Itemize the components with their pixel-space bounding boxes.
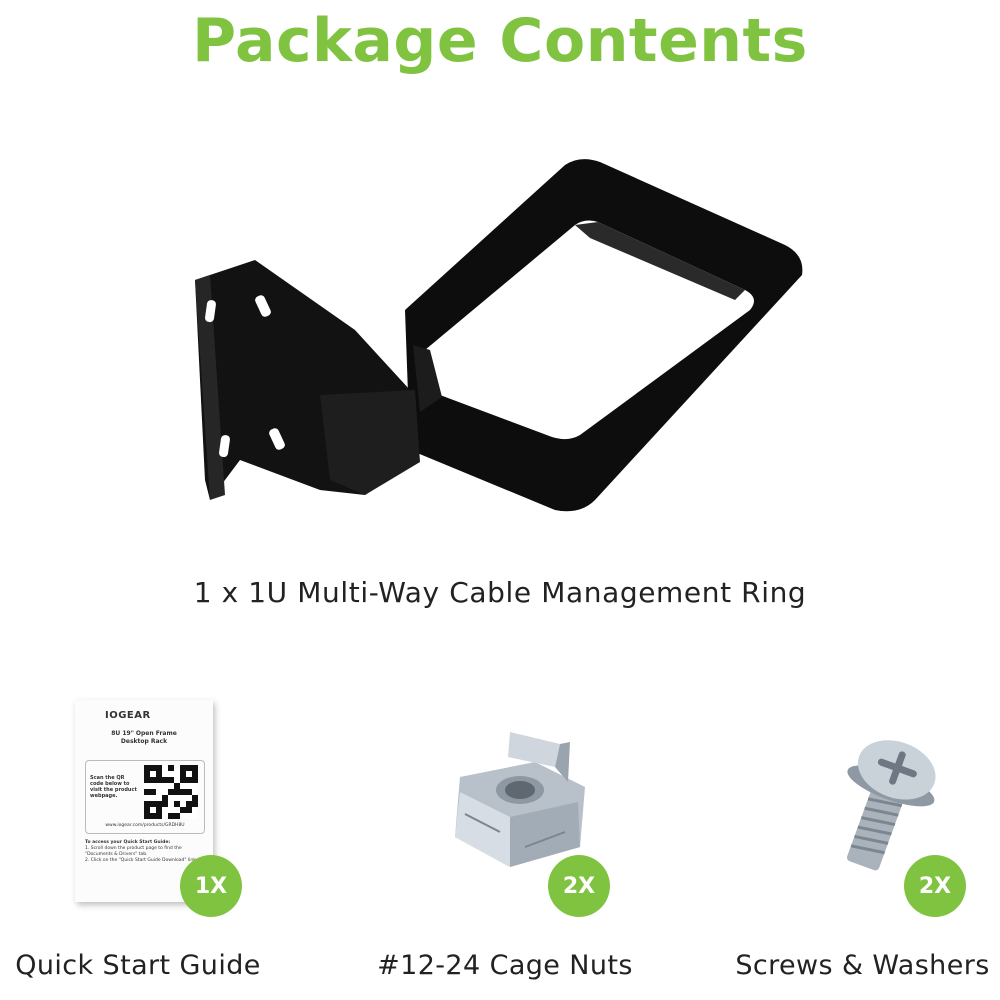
guide-steps: To access your Quick Start Guide: 1. Scr… [85,840,205,864]
quick-start-guide-image: IOGEAR 8U 19" Open Frame Desktop Rack Sc… [75,700,213,902]
qr-code-icon [144,765,198,819]
item-label-guide: Quick Start Guide [15,950,261,981]
guide-title-line1: 8U 19" Open Frame [111,730,177,737]
quantity-badge-screws: 2X [904,855,966,917]
cable-management-ring-image [195,159,803,512]
guide-title-line2: Desktop Rack [120,738,168,745]
guide-url: www.iogear.com/products/GRDH8U [105,823,185,828]
guide-step-1: 1. Scroll down the product page to find … [85,846,182,857]
guide-steps-heading: To access your Quick Start Guide: [85,840,171,845]
main-item-caption: 1 x 1U Multi-Way Cable Management Ring [193,576,807,609]
iogear-logo: IOGEAR [105,710,151,721]
item-label-screws: Screws & Washers [735,950,990,981]
cage-nut-image [455,732,585,867]
item-label-cage-nuts: #12-24 Cage Nuts [377,950,633,981]
quantity-badge-cage-nuts: 2X [548,855,610,917]
page-title: Package Contents [192,6,808,76]
screw-washer-image [846,740,936,871]
guide-step-2: 2. Click on the "Quick Start Guide Downl… [85,858,198,863]
quantity-badge-guide: 1X [180,855,242,917]
qr-panel: Scan the QR code below to visit the prod… [85,760,205,834]
guide-scan-text: Scan the QR code below to visit the prod… [90,775,137,799]
